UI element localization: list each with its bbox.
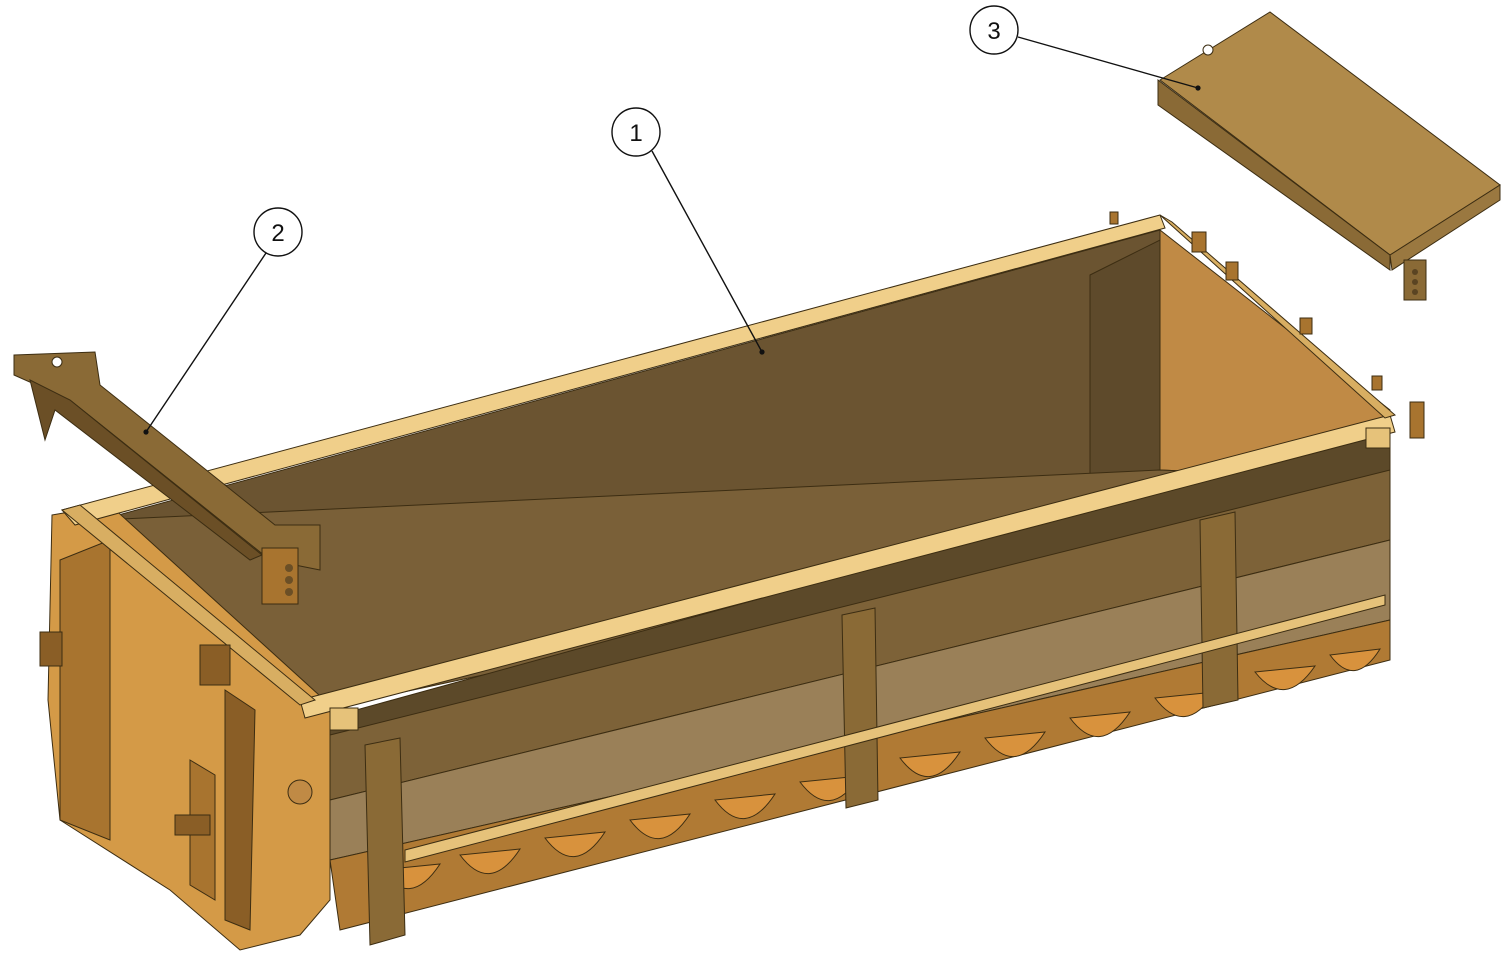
top-rail-front — [299, 414, 1396, 719]
leader-line-1 — [651, 150, 763, 353]
leader-dot-3 — [1195, 85, 1201, 91]
rear-cover-icon — [1157, 11, 1501, 301]
callout-label-3: 3 — [987, 18, 1000, 45]
interior-corner-strip — [1089, 239, 1161, 481]
cover-front-lip — [1157, 78, 1391, 271]
callout-2: 2 — [143, 207, 303, 435]
top-rail-left — [60, 504, 317, 706]
leader-line-3 — [1017, 36, 1199, 89]
skirt-rail — [404, 594, 1386, 863]
stiffener-posts — [364, 511, 1239, 946]
callout-1: 1 — [611, 107, 765, 355]
box-body-icon — [39, 211, 1425, 951]
left-brackets — [39, 631, 313, 836]
top-rail-right — [1159, 214, 1397, 419]
callout-bubble-3 — [969, 5, 1019, 55]
front-bracket-icon — [13, 351, 321, 605]
bracket-hole — [51, 356, 63, 368]
callout-bubble-1 — [611, 107, 661, 157]
leader-line-2 — [145, 252, 267, 433]
leader-dot-2 — [143, 429, 149, 435]
left-end-shade — [59, 539, 111, 841]
rail-tabs — [1109, 211, 1425, 439]
left-end-rib — [224, 689, 256, 931]
corner-block-front-right — [1365, 427, 1391, 449]
corner-block-front-left — [329, 707, 359, 731]
callout-3: 3 — [969, 5, 1201, 91]
cover-hole — [1202, 44, 1214, 56]
cover-right-lip — [1389, 184, 1501, 271]
bracket-underside — [29, 379, 263, 561]
leader-dot-1 — [759, 349, 765, 355]
callout-bubble-2 — [253, 207, 303, 257]
callout-label-1: 1 — [629, 120, 642, 147]
left-end-face — [47, 504, 331, 951]
top-rail-back — [61, 214, 1166, 526]
callout-label-2: 2 — [271, 220, 284, 247]
bracket-leg — [261, 547, 299, 605]
